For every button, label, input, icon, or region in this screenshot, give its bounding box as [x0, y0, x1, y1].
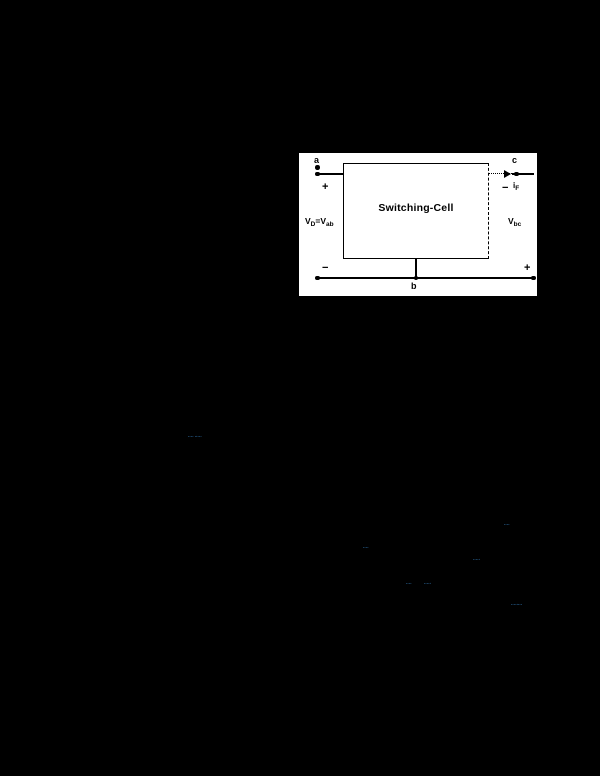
- current-prefix: i: [513, 181, 516, 190]
- terminal-dot-bottom-right: [531, 275, 536, 280]
- switching-cell-box: Switching-Cell: [343, 163, 489, 259]
- node-label-a: a: [314, 155, 320, 165]
- link-fragment[interactable]: ····: [504, 522, 510, 527]
- wire-bottom-rail: [317, 277, 534, 279]
- terminal-dot-a-upper: [315, 165, 320, 170]
- terminal-dot-b: [413, 275, 418, 280]
- figure-panel: Switching-Cell a c b + − −: [299, 153, 537, 296]
- voltage-left-sub2: ab: [326, 221, 334, 228]
- voltage-right-prefix: V: [508, 216, 514, 226]
- voltage-left-mid: =V: [315, 216, 327, 226]
- link-fragment[interactable]: ·····: [473, 557, 480, 562]
- terminal-dot-a: [315, 171, 320, 176]
- figure-drawing-layer: Switching-Cell a c b + − −: [299, 153, 537, 296]
- voltage-right-sub: bc: [513, 221, 522, 228]
- current-sub: F: [515, 185, 520, 192]
- polarity-sign-top-right: −: [502, 182, 509, 194]
- voltage-label-right: Vbc: [508, 216, 522, 228]
- terminal-dot-c: [514, 171, 519, 176]
- terminal-dot-bottom-left: [315, 275, 320, 280]
- switching-cell-label: Switching-Cell: [378, 202, 454, 214]
- node-label-b: b: [411, 281, 417, 291]
- node-label-c: c: [512, 155, 518, 165]
- voltage-left-prefix: V: [305, 216, 311, 226]
- polarity-sign-bottom-left: −: [322, 262, 329, 274]
- wire-terminal-a: [317, 173, 344, 175]
- link-fragment[interactable]: ···· ·····: [188, 434, 202, 439]
- voltage-label-left: VD=Vab: [305, 216, 334, 228]
- polarity-sign-bottom-right: +: [524, 262, 531, 274]
- current-label: iF: [513, 181, 520, 192]
- link-fragment[interactable]: ····: [363, 545, 369, 550]
- current-arrow-icon: [504, 169, 511, 178]
- link-fragment[interactable]: ····: [406, 581, 412, 586]
- link-fragment[interactable]: ········: [511, 602, 523, 607]
- polarity-sign-top-left: +: [322, 181, 329, 193]
- voltage-left-sub1: D: [310, 221, 316, 228]
- link-fragment[interactable]: ·····: [424, 581, 431, 586]
- wire-terminal-c-solid: [512, 173, 534, 175]
- wire-terminal-b-stub: [415, 259, 417, 278]
